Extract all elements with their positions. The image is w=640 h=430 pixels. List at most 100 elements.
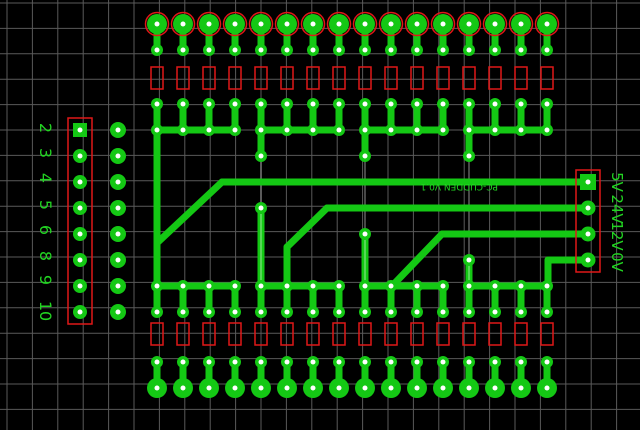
drill-hole	[440, 359, 446, 365]
drill-hole	[232, 283, 238, 289]
drill-hole	[585, 205, 591, 211]
resistor-outline	[254, 66, 268, 90]
drill-hole	[232, 101, 238, 107]
left-label: 8	[36, 251, 55, 261]
drill-hole	[154, 21, 160, 27]
drill-hole	[440, 101, 446, 107]
resistor-outline	[176, 322, 190, 346]
drill-hole	[518, 385, 524, 391]
resistor-outline	[540, 322, 554, 346]
drill-hole	[414, 359, 420, 365]
resistor-outline	[384, 322, 398, 346]
drill-hole	[206, 309, 212, 315]
drill-hole	[492, 309, 498, 315]
drill-hole	[206, 385, 212, 391]
drill-hole	[154, 385, 160, 391]
pad-outline	[456, 11, 482, 37]
pad-outline	[534, 11, 560, 37]
drill-hole	[310, 385, 316, 391]
pad-outline	[274, 11, 300, 37]
drill-hole	[258, 309, 264, 315]
resistor-outline	[150, 66, 164, 90]
resistor-outline	[384, 66, 398, 90]
drill-hole	[115, 153, 121, 159]
drill-hole	[77, 127, 83, 133]
resistor-outline	[202, 322, 216, 346]
drill-hole	[544, 101, 550, 107]
drill-hole	[115, 127, 121, 133]
drill-hole	[336, 309, 342, 315]
resistor-outline	[332, 322, 346, 346]
drill-hole	[518, 127, 524, 133]
drill-hole	[77, 153, 83, 159]
drill-hole	[77, 257, 83, 263]
drill-hole	[284, 283, 290, 289]
drill-hole	[77, 205, 83, 211]
pad-outline	[482, 11, 508, 37]
resistor-outline	[488, 322, 502, 346]
drill-hole	[206, 127, 212, 133]
drill-hole	[154, 127, 160, 133]
left-label: 9	[36, 275, 55, 285]
drill-hole	[258, 47, 264, 53]
drill-hole	[310, 21, 316, 27]
resistor-outline	[228, 322, 242, 346]
drill-hole	[492, 47, 498, 53]
drill-hole	[440, 385, 446, 391]
board-revision-text: PC-CUDDEN V0.1	[421, 181, 498, 191]
drill-hole	[258, 205, 264, 211]
pad-outline	[248, 11, 274, 37]
drill-hole	[77, 231, 83, 237]
power-label: 24V	[608, 194, 626, 224]
drill-hole	[206, 21, 212, 27]
drill-hole	[336, 359, 342, 365]
resistor-outline	[488, 66, 502, 90]
drill-hole	[518, 283, 524, 289]
resistor-outline	[462, 322, 476, 346]
drill-hole	[206, 283, 212, 289]
resistor-outline	[514, 66, 528, 90]
drill-hole	[180, 127, 186, 133]
drill-hole	[388, 283, 394, 289]
copper-trace	[388, 230, 446, 290]
drill-hole	[77, 283, 83, 289]
drill-hole	[466, 385, 472, 391]
power-label: 0V	[608, 252, 626, 273]
drill-hole	[232, 359, 238, 365]
drill-hole	[362, 127, 368, 133]
drill-hole	[258, 101, 264, 107]
drill-hole	[440, 127, 446, 133]
drill-hole	[440, 309, 446, 315]
drill-hole	[440, 47, 446, 53]
drill-hole	[414, 283, 420, 289]
drill-hole	[232, 385, 238, 391]
drill-hole	[258, 283, 264, 289]
left-header-outline	[67, 117, 93, 325]
resistor-outline	[306, 66, 320, 90]
drill-hole	[206, 101, 212, 107]
drill-hole	[310, 309, 316, 315]
left-connector-labels: 2 3 4 5 6 8 9 10	[36, 123, 55, 321]
pad-outline	[430, 11, 456, 37]
drill-hole	[336, 385, 342, 391]
left-label: 4	[36, 173, 55, 183]
drill-hole	[115, 231, 121, 237]
drill-hole	[180, 21, 186, 27]
drill-hole	[518, 101, 524, 107]
resistor-outline	[306, 322, 320, 346]
drill-hole	[180, 101, 186, 107]
drill-hole	[232, 127, 238, 133]
drill-hole	[115, 205, 121, 211]
drill-hole	[284, 47, 290, 53]
pad-outline	[196, 11, 222, 37]
drill-hole	[440, 283, 446, 289]
drill-hole	[362, 47, 368, 53]
drill-hole	[544, 21, 550, 27]
drill-hole	[362, 385, 368, 391]
power-label: 5V	[608, 172, 626, 193]
drill-hole	[440, 21, 446, 27]
drill-hole	[258, 21, 264, 27]
power-label: 12V	[608, 221, 626, 251]
drill-hole	[154, 309, 160, 315]
